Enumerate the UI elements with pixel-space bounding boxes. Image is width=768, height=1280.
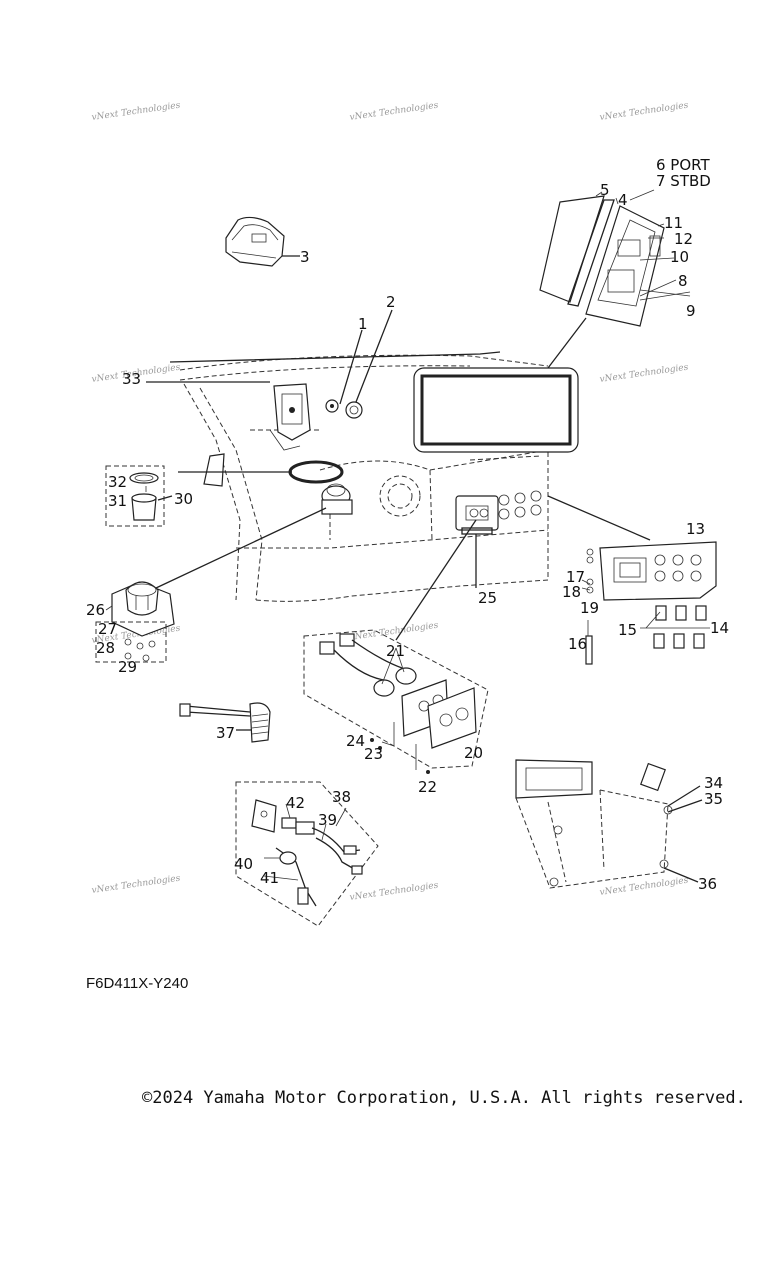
callout-15: 15 xyxy=(618,621,637,639)
callout-19: 19 xyxy=(580,599,599,617)
callout-18: 18 xyxy=(562,583,581,601)
switch-panel-drawing xyxy=(581,541,717,665)
callout-14: 14 xyxy=(710,619,729,637)
joystick-drawing xyxy=(95,581,175,663)
callout-33: 33 xyxy=(122,370,141,388)
callout-22: 22 xyxy=(418,778,437,796)
callout-32: 32 xyxy=(108,473,127,491)
usb-plug-drawing xyxy=(303,629,489,774)
exploded-parts-diagram: vNext Technologies vNext Technologies vN… xyxy=(86,101,729,927)
callout-29: 29 xyxy=(118,658,137,676)
callout-7: 7 STBD xyxy=(656,172,711,190)
callout-20: 20 xyxy=(464,744,483,762)
callout-27: 27 xyxy=(98,620,117,638)
console-drawing xyxy=(146,309,651,641)
callout-2: 2 xyxy=(386,293,396,311)
watermark: vNext Technologies xyxy=(91,874,181,896)
callout-6: 6 PORT xyxy=(656,156,710,174)
callout-16: 16 xyxy=(568,635,587,653)
callout-1: 1 xyxy=(358,315,368,333)
display-exploded-drawing xyxy=(539,189,691,369)
harness-drawing xyxy=(235,781,379,927)
callout-35: 35 xyxy=(704,790,723,808)
part-code: F6D411X-Y240 xyxy=(86,975,189,992)
rocker-switches xyxy=(653,605,707,649)
connector-37-drawing xyxy=(179,702,271,743)
callout-31: 31 xyxy=(108,492,127,510)
callout-25: 25 xyxy=(478,589,497,607)
watermark: vNext Technologies xyxy=(599,101,689,123)
callout-4: 4 xyxy=(618,191,628,209)
callout-labels: 1 2 3 4 5 6 PORT 7 STBD 8 9 10 11 12 13 … xyxy=(86,156,729,893)
callout-34: 34 xyxy=(704,774,723,792)
callout-24: 24 xyxy=(346,732,365,750)
display-box-drawing xyxy=(515,759,703,889)
copyright-notice: ©2024 Yamaha Motor Corporation, U.S.A. A… xyxy=(142,1088,746,1108)
callout-9: 9 xyxy=(686,302,696,320)
console-switch-holes xyxy=(498,490,542,520)
callout-37: 37 xyxy=(216,724,235,742)
callout-12: 12 xyxy=(674,230,693,248)
watermark: vNext Technologies xyxy=(349,101,439,123)
callout-30: 30 xyxy=(174,490,193,508)
callout-21: 21 xyxy=(386,642,405,660)
watermark: vNext Technologies xyxy=(599,876,689,898)
callout-8: 8 xyxy=(678,272,688,290)
watermark: vNext Technologies xyxy=(349,621,439,643)
callout-28: 28 xyxy=(96,639,115,657)
callout-42: 42 xyxy=(286,794,305,812)
callout-26: 26 xyxy=(86,601,105,619)
callout-38: 38 xyxy=(332,788,351,806)
watermark: vNext Technologies xyxy=(349,881,439,903)
callout-40: 40 xyxy=(234,855,253,873)
remote-fob-drawing xyxy=(225,216,300,267)
callout-41: 41 xyxy=(260,869,279,887)
callout-5: 5 xyxy=(600,181,610,199)
callout-36: 36 xyxy=(698,875,717,893)
callout-13: 13 xyxy=(686,520,705,538)
callout-39: 39 xyxy=(318,811,337,829)
cup-holder-drawing xyxy=(105,465,173,527)
callout-23: 23 xyxy=(364,745,383,763)
watermark: vNext Technologies xyxy=(599,363,689,385)
callout-10: 10 xyxy=(670,248,689,266)
callout-17: 17 xyxy=(566,568,585,586)
callout-3: 3 xyxy=(300,248,310,266)
callout-11: 11 xyxy=(664,214,683,232)
watermark: vNext Technologies xyxy=(91,101,181,123)
